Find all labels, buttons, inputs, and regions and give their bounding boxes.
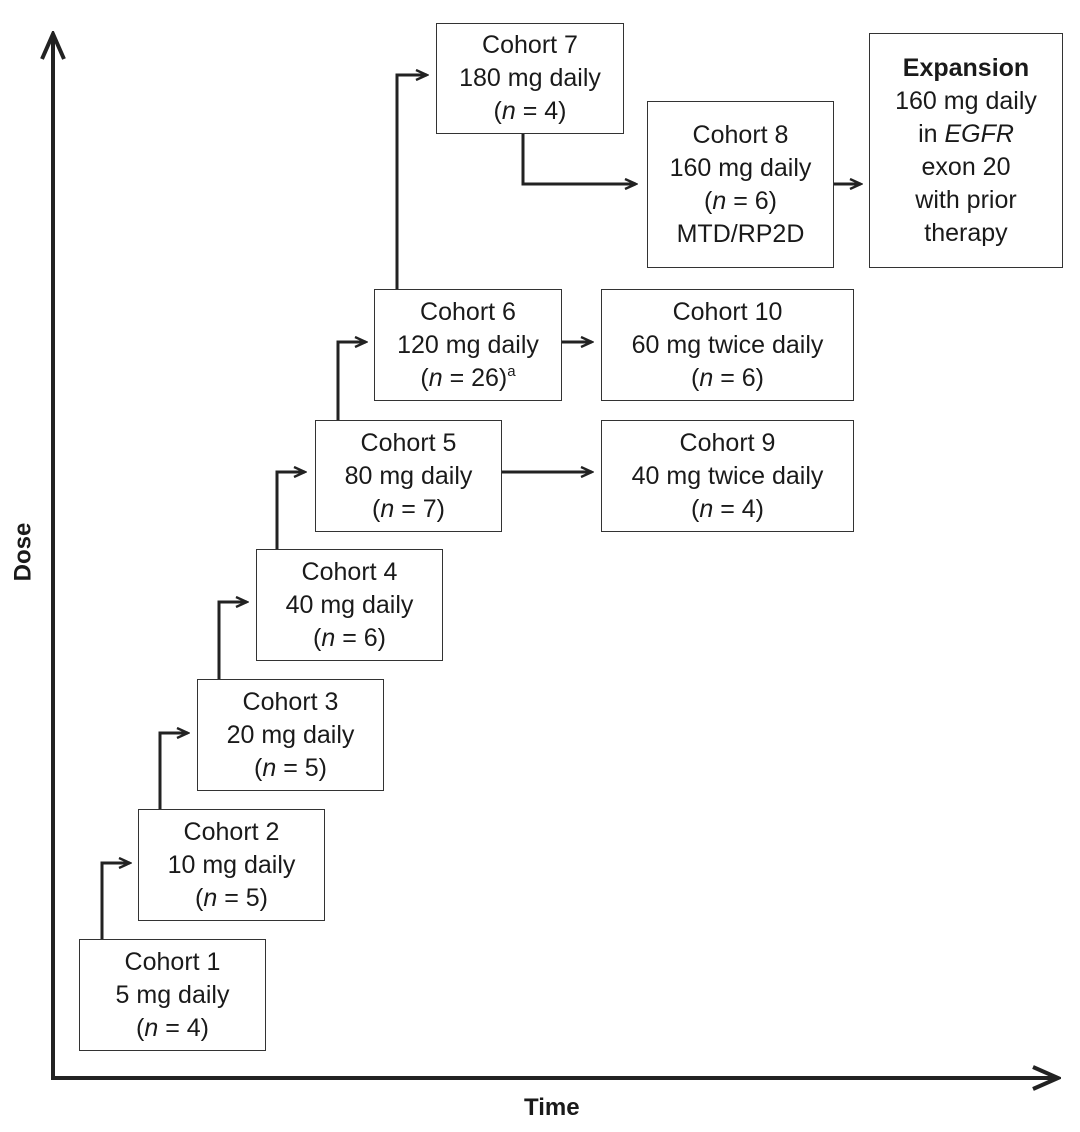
cohort-dose: 20 mg daily	[226, 720, 355, 749]
cohort-note: MTD/RP2D	[676, 219, 805, 248]
arrow-cohort3-to-cohort4	[217, 602, 247, 679]
cohort-title: Cohort 4	[301, 557, 398, 586]
cohort-4-box: Cohort 4 40 mg daily (n = 6)	[256, 549, 443, 661]
cohort-title: Cohort 1	[124, 947, 221, 976]
cohort-8-box: Cohort 8 160 mg daily (n = 6) MTD/RP2D	[647, 101, 834, 268]
cohort-title: Cohort 6	[420, 297, 516, 326]
cohort-5-box: Cohort 5 80 mg daily (n = 7)	[315, 420, 502, 532]
cohort-n: (n = 4)	[493, 97, 567, 125]
cohort-n: (n = 6)	[691, 363, 764, 392]
cohort-n: (n = 4)	[691, 494, 764, 523]
cohort-n: (n = 26)a	[420, 362, 516, 392]
cohort-n: (n = 4)	[136, 1013, 209, 1042]
cohort-n: (n = 5)	[254, 753, 327, 782]
expansion-exon: exon 20	[921, 152, 1011, 181]
cohort-7-box: Cohort 7 180 mg daily (n = 4)	[436, 23, 624, 134]
cohort-dose: 180 mg daily	[459, 64, 601, 92]
cohort-dose: 5 mg daily	[115, 980, 230, 1009]
footnote-marker: a	[507, 362, 516, 380]
arrow-cohort6-to-cohort7	[395, 75, 427, 289]
cohort-title: Cohort 5	[360, 428, 457, 457]
cohort-n: (n = 6)	[704, 186, 777, 215]
cohort-9-box: Cohort 9 40 mg twice daily (n = 4)	[601, 420, 854, 532]
arrow-cohort1-to-cohort2	[100, 863, 130, 940]
cohort-title: Cohort 10	[672, 297, 783, 326]
cohort-dose: 60 mg twice daily	[631, 330, 824, 359]
cohort-n: (n = 7)	[372, 494, 445, 523]
cohort-title: Cohort 8	[692, 120, 789, 149]
cohort-2-box: Cohort 2 10 mg daily (n = 5)	[138, 809, 325, 921]
expansion-therapy: therapy	[924, 218, 1008, 247]
cohort-title: Cohort 3	[242, 687, 339, 716]
cohort-dose: 40 mg twice daily	[631, 461, 824, 490]
arrow-cohort5-to-cohort6	[336, 342, 366, 420]
cohort-title: Cohort 2	[183, 817, 280, 846]
expansion-prior: with prior	[915, 185, 1017, 214]
cohort-6-box: Cohort 6 120 mg daily (n = 26)a	[374, 289, 562, 401]
arrow-cohort2-to-cohort3	[158, 733, 188, 809]
cohort-dose: 120 mg daily	[397, 330, 539, 359]
arrow-cohort4-to-cohort5	[275, 472, 305, 549]
cohort-dose: 80 mg daily	[344, 461, 473, 490]
cohort-1-box: Cohort 1 5 mg daily (n = 4)	[79, 939, 266, 1051]
cohort-dose: 10 mg daily	[167, 850, 296, 879]
y-axis-label: Dose	[9, 522, 37, 582]
cohort-3-box: Cohort 3 20 mg daily (n = 5)	[197, 679, 384, 791]
x-axis-label: Time	[524, 1094, 580, 1121]
cohort-dose: 160 mg daily	[669, 153, 812, 182]
expansion-box: Expansion 160 mg daily in EGFR exon 20 w…	[869, 33, 1063, 268]
cohort-n: (n = 5)	[195, 883, 268, 912]
cohort-10-box: Cohort 10 60 mg twice daily (n = 6)	[601, 289, 854, 401]
cohort-dose: 40 mg daily	[285, 590, 414, 619]
expansion-title: Expansion	[902, 53, 1030, 82]
cohort-n: (n = 6)	[313, 623, 386, 652]
expansion-dose: 160 mg daily	[895, 86, 1037, 115]
cohort-title: Cohort 7	[482, 31, 578, 59]
cohort-title: Cohort 9	[679, 428, 776, 457]
expansion-population: in EGFR	[918, 119, 1014, 148]
arrow-cohort7-to-cohort8	[521, 134, 636, 184]
